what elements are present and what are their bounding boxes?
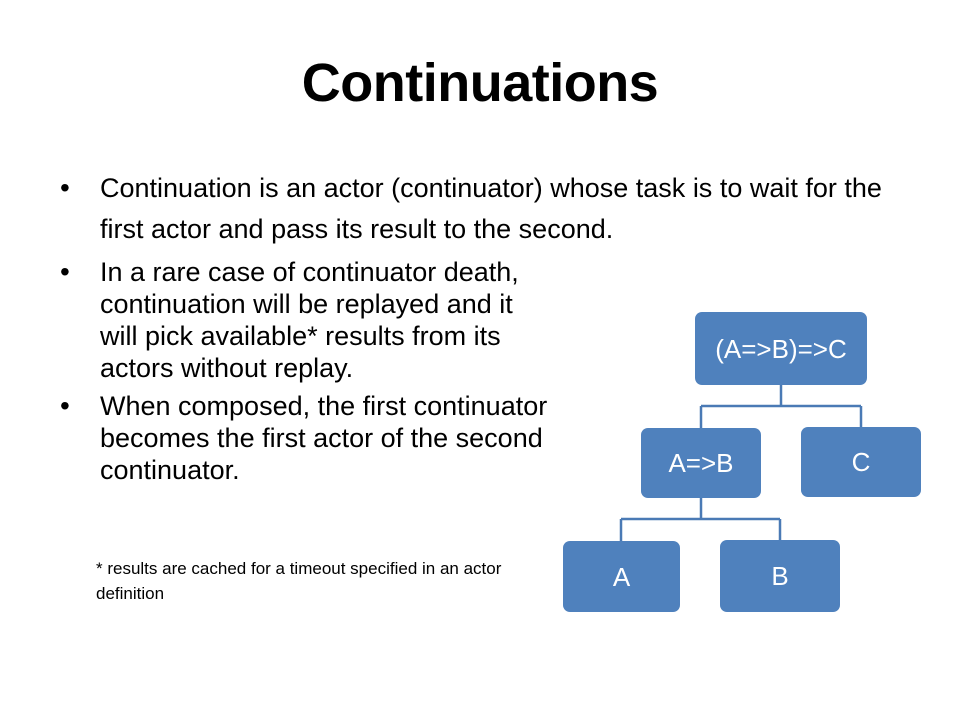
diagram-node-a: A xyxy=(563,541,680,612)
list-item: • In a rare case of continuator death, c… xyxy=(52,256,922,384)
bullet-list: • Continuation is an actor (continuator)… xyxy=(52,168,922,492)
list-item-text: Continuation is an actor (continuator) w… xyxy=(100,173,882,244)
diagram-node-c: C xyxy=(801,427,921,497)
diagram-node-root: (A=>B)=>C xyxy=(695,312,867,385)
diagram-node-ab: A=>B xyxy=(641,428,761,498)
edge-ab-children xyxy=(619,498,782,541)
bullet-point-icon: • xyxy=(60,390,70,421)
diagram-node-b: B xyxy=(720,540,840,612)
list-item-text: When composed, the first continuator bec… xyxy=(100,391,548,485)
edge-root-children xyxy=(699,385,863,428)
bullet-point-icon: • xyxy=(60,172,70,203)
list-item: • Continuation is an actor (continuator)… xyxy=(52,168,922,250)
page-title: Continuations xyxy=(301,53,659,113)
bullet-point-icon: • xyxy=(60,256,70,287)
list-item: • When composed, the first continuator b… xyxy=(52,390,922,486)
list-item-text: In a rare case of continuator death, con… xyxy=(100,257,519,383)
connector-lines xyxy=(619,385,863,541)
hierarchy-diagram: (A=>B)=>C A=>B C A B xyxy=(540,300,940,630)
footnote-text: * results are cached for a timeout speci… xyxy=(96,559,502,603)
